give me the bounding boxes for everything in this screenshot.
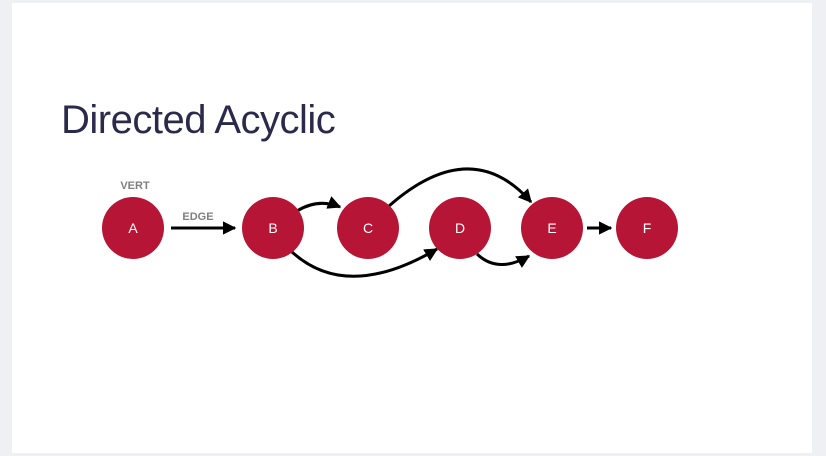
node-label: B — [268, 220, 277, 236]
node-circle — [521, 197, 583, 259]
node-label: A — [128, 220, 138, 236]
edge-b-c-arrow — [296, 196, 342, 213]
edge-annotation: EDGE — [182, 211, 213, 223]
node-a: A — [102, 197, 164, 259]
node-f: F — [616, 197, 678, 259]
node-label: E — [547, 220, 556, 236]
edge-c-e-arrow — [388, 167, 533, 208]
node-d: D — [429, 197, 491, 259]
node-circle — [616, 197, 678, 259]
diagram-title: Directed Acyclic — [61, 98, 336, 142]
edge-d-e-arrow — [475, 252, 531, 268]
node-label: D — [455, 220, 465, 236]
node-e: E — [521, 197, 583, 259]
edge-b-d-arrow — [290, 247, 439, 278]
node-label: F — [643, 220, 652, 236]
node-circle — [242, 197, 304, 259]
node-c: C — [337, 197, 399, 259]
node-label: C — [363, 220, 373, 236]
node-circle — [429, 197, 491, 259]
node-b: B — [242, 197, 304, 259]
vertex-annotation: VERT — [120, 180, 150, 192]
node-circle — [337, 197, 399, 259]
edges-layer — [171, 167, 613, 278]
nodes-layer: A B C D E F — [102, 197, 678, 259]
node-circle — [102, 197, 164, 259]
